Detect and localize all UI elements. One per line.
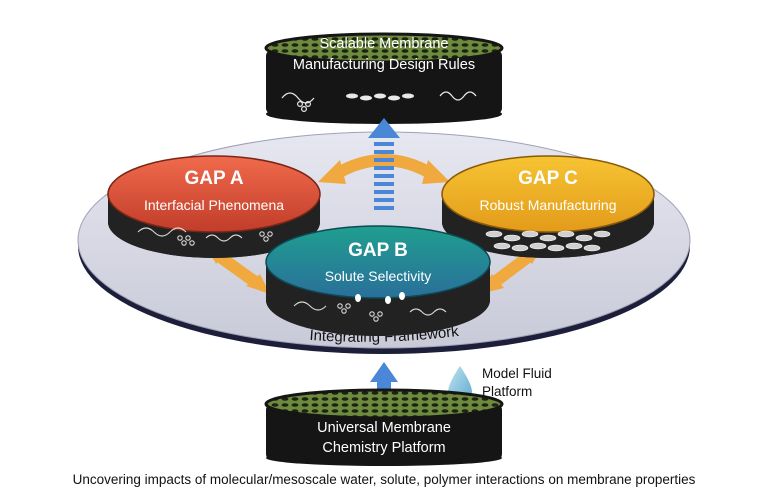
- arrow-head-left: [318, 160, 346, 184]
- caption: Uncovering impacts of molecular/mesoscal…: [73, 472, 696, 487]
- bottom-platform: Universal Membrane Chemistry Platform: [264, 388, 504, 466]
- dashed-up-arrow: [368, 118, 400, 210]
- bottom-platform-line2: Chemistry Platform: [322, 440, 445, 456]
- bottom-platform-line1: Universal Membrane: [317, 420, 451, 436]
- gap-a-platform: GAP A Interfacial Phenomena: [107, 155, 321, 258]
- top-platform-line1: Scalable Membrane: [320, 36, 449, 52]
- top-platform: Scalable Membrane Manufacturing Design R…: [264, 32, 504, 124]
- gap-b-platform: GAP B Solute Selectivity: [265, 225, 491, 336]
- arrow-head-right: [422, 160, 450, 184]
- polymer-chain-icon: [293, 301, 447, 322]
- polymer-chain-icon: [281, 91, 477, 112]
- polymer-chain-icon: [137, 227, 273, 246]
- gap-c-title: GAP C: [518, 168, 578, 189]
- solute-icon: [355, 292, 405, 304]
- gap-b-subtitle: Solute Selectivity: [325, 268, 432, 284]
- pore-cylinder-icon: [485, 230, 611, 252]
- gap-c-subtitle: Robust Manufacturing: [480, 197, 617, 213]
- top-platform-line2: Manufacturing Design Rules: [293, 57, 475, 73]
- gap-c-platform: GAP C Robust Manufacturing: [441, 155, 655, 258]
- pore-cylinder-icon: [346, 93, 414, 101]
- gap-a-subtitle: Interfacial Phenomena: [144, 197, 284, 213]
- model-fluid-line2: Platform: [482, 384, 532, 399]
- gap-b-title: GAP B: [348, 240, 408, 261]
- gap-a-title: GAP A: [184, 168, 243, 189]
- model-fluid-line1: Model Fluid: [482, 366, 552, 381]
